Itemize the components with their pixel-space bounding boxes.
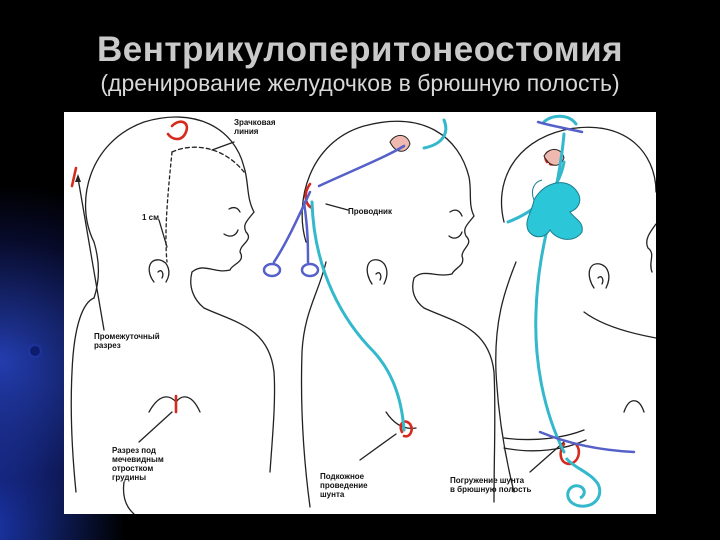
label-pupil-line: Зрачковая линия bbox=[234, 118, 276, 136]
illustration-svg bbox=[70, 114, 656, 514]
immersion-pointer bbox=[529, 441, 565, 473]
figure-3-outline bbox=[495, 126, 656, 493]
subcut-pointer bbox=[359, 433, 397, 461]
skin-flaps bbox=[389, 135, 565, 166]
label-immersion-1: Погружение шунта bbox=[450, 476, 525, 485]
pupil-line bbox=[171, 146, 245, 173]
label-subcut-2: проведение bbox=[320, 481, 368, 490]
intermediate-pointer bbox=[77, 177, 105, 331]
burr-line bbox=[165, 151, 173, 263]
instruments bbox=[262, 120, 636, 454]
xiphoid-pointer bbox=[138, 411, 173, 443]
label-pupil-line-1: Зрачковая bbox=[234, 118, 276, 127]
ventricle-shape bbox=[526, 182, 583, 240]
cm-pointer bbox=[158, 219, 168, 248]
label-one-cm: 1 см bbox=[142, 213, 160, 222]
illustration-panel: Зрачковая линия 1 см Промежуточный разре… bbox=[64, 112, 656, 514]
pupil-pointer bbox=[211, 141, 235, 151]
figure-2-outline bbox=[300, 120, 496, 508]
figure-1-outline bbox=[70, 116, 276, 514]
label-subcut-3: шунта bbox=[320, 490, 345, 499]
label-subcut-1: Подкожное bbox=[320, 472, 365, 481]
label-subcut: Подкожное проведение шунта bbox=[320, 472, 368, 499]
label-guide: Проводник bbox=[348, 207, 392, 216]
slide-subtitle: (дренирование желудочков в брюшную полос… bbox=[100, 70, 620, 96]
label-xiphoid-4: грудины bbox=[112, 473, 147, 482]
label-pupil-line-2: линия bbox=[234, 127, 259, 136]
label-xiphoid: Разрез под мечевидным отростком грудины bbox=[112, 446, 164, 482]
slide-bullet bbox=[30, 346, 40, 356]
label-intermediate: Промежуточный разрез bbox=[94, 332, 160, 350]
label-immersion-2: в брюшную полость bbox=[450, 485, 532, 494]
label-intermediate-2: разрез bbox=[94, 341, 121, 350]
label-xiphoid-2: мечевидным bbox=[112, 455, 164, 464]
label-xiphoid-1: Разрез под bbox=[112, 446, 156, 455]
shunt-tubing bbox=[310, 114, 578, 454]
label-intermediate-1: Промежуточный bbox=[94, 332, 160, 341]
shunt-spiral bbox=[564, 456, 602, 508]
label-immersion: Погружение шунта в брюшную полость bbox=[450, 476, 531, 494]
guide-pointer bbox=[325, 203, 349, 211]
slide-title: Вентрикулоперитонеостомия bbox=[96, 30, 624, 69]
incisions bbox=[70, 120, 581, 466]
label-xiphoid-3: отростком bbox=[112, 464, 154, 473]
